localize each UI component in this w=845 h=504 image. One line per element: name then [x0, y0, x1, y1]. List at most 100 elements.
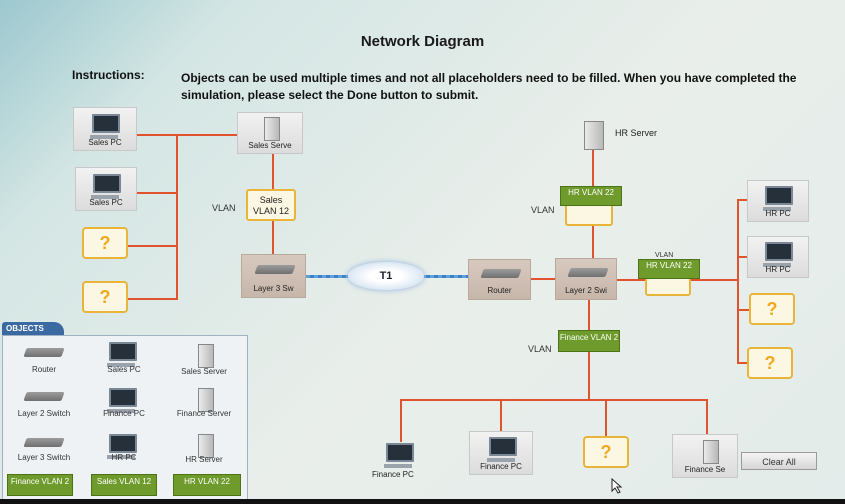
instructions-text: Objects can be used multiple times and n…: [181, 71, 797, 102]
finance-pc-icon[interactable]: [384, 443, 414, 468]
pc-icon: [90, 114, 120, 139]
placeholder-slot[interactable]: ?: [583, 436, 629, 468]
object-label: Sales Server: [181, 367, 227, 376]
object-hr-vlan[interactable]: HR VLAN 22: [173, 474, 241, 496]
finance-server-label: Finance Se: [684, 465, 726, 474]
object-label: HR PC: [111, 453, 137, 462]
placeholder-slot[interactable]: ?: [82, 281, 128, 313]
wire: [500, 399, 502, 432]
hr-pc-label: HR PC: [765, 265, 791, 274]
switch-icon: [567, 268, 609, 277]
wire: [737, 199, 739, 363]
clear-all-button[interactable]: Clear All: [741, 452, 817, 470]
object-sales-vlan[interactable]: Sales VLAN 12: [91, 474, 157, 496]
t1-label: T1: [379, 270, 393, 282]
finance-pc-node[interactable]: Finance PC: [469, 431, 533, 475]
t1-cloud: T1: [348, 262, 424, 290]
page-title: Network Diagram: [360, 33, 485, 50]
wire: [137, 192, 177, 194]
pc-icon: [763, 186, 793, 211]
vlan-label: VLAN: [531, 205, 555, 215]
object-hr-pc[interactable]: HR PC: [85, 430, 163, 476]
wire: [737, 199, 749, 201]
sales-pc-label: Sales PC: [88, 138, 122, 147]
switch-icon: [23, 392, 65, 401]
layer2-switch-label: Layer 2 Swi: [565, 286, 607, 295]
router-node[interactable]: Router: [468, 259, 531, 300]
instructions-label: Instructions:: [72, 68, 145, 82]
sales-server-label: Sales Serve: [248, 141, 292, 150]
screen-bottom-edge: [0, 499, 845, 504]
object-layer3-switch[interactable]: Layer 3 Switch: [5, 430, 83, 476]
vlan-label: VLAN: [655, 252, 674, 259]
finance-server-node[interactable]: Finance Se: [672, 434, 738, 478]
wire: [400, 399, 708, 401]
pc-icon: [107, 342, 137, 367]
placeholder-slot[interactable]: ?: [747, 347, 793, 379]
sales-vlan-slot[interactable]: Sales VLAN 12: [246, 189, 296, 221]
sales-server-node[interactable]: Sales Serve: [237, 112, 303, 154]
objects-tab: OBJECTS: [2, 322, 64, 335]
wire: [128, 245, 177, 247]
wire: [737, 362, 749, 364]
hr-server-icon[interactable]: [584, 121, 604, 150]
finance-pc-label: Finance PC: [372, 470, 414, 479]
object-finance-pc[interactable]: Finance PC: [85, 384, 163, 430]
wire: [737, 309, 749, 311]
object-label: Finance PC: [103, 409, 145, 418]
server-icon: [198, 388, 214, 412]
pc-icon: [487, 437, 517, 462]
hr-pc-label: HR PC: [765, 209, 791, 218]
server-icon: [264, 117, 280, 141]
pc-icon: [107, 388, 137, 413]
t1-link: [422, 275, 468, 278]
pc-icon: [91, 174, 121, 199]
object-router[interactable]: Router: [5, 338, 83, 384]
wire: [737, 256, 749, 258]
wire: [605, 399, 607, 436]
wire: [137, 134, 238, 136]
hr-server-label: HR Server: [615, 128, 658, 138]
objects-panel: Router Sales PC Sales Server Layer 2 Swi…: [2, 335, 248, 502]
placeholder-slot[interactable]: ?: [749, 293, 795, 325]
wire: [531, 278, 555, 280]
switch-icon: [254, 265, 296, 274]
pc-icon: [763, 242, 793, 267]
router-icon: [23, 348, 65, 357]
sales-pc-label: Sales PC: [89, 198, 123, 207]
wire: [176, 134, 178, 300]
object-sales-pc[interactable]: Sales PC: [85, 338, 163, 384]
finance-pc-label: Finance PC: [480, 462, 522, 471]
object-hr-server[interactable]: HR Server: [165, 430, 243, 476]
switch-icon: [23, 438, 65, 447]
hr-pc-node[interactable]: HR PC: [747, 180, 809, 222]
cursor-icon: [611, 478, 623, 494]
object-label: Sales PC: [107, 365, 141, 374]
router-icon: [480, 269, 522, 278]
sales-pc-node[interactable]: Sales PC: [75, 167, 137, 211]
vlan-label: VLAN: [528, 344, 552, 354]
placeholder-slot[interactable]: ?: [82, 227, 128, 259]
t1-link: [306, 275, 351, 278]
sales-pc-node[interactable]: Sales PC: [73, 107, 137, 151]
layer3-switch-node[interactable]: Layer 3 Sw: [241, 254, 306, 298]
wire: [706, 399, 708, 435]
hr-pc-node[interactable]: HR PC: [747, 236, 809, 278]
server-icon: [198, 344, 214, 368]
object-layer2-switch[interactable]: Layer 2 Switch: [5, 384, 83, 430]
object-label: Layer 3 Switch: [17, 453, 71, 462]
hr-vlan-tag[interactable]: HR VLAN 22: [638, 259, 700, 279]
vlan-label: VLAN: [212, 203, 236, 213]
hr-vlan-tag[interactable]: HR VLAN 22: [560, 186, 622, 206]
object-sales-server[interactable]: Sales Server: [165, 338, 243, 384]
finance-vlan-tag[interactable]: Finance VLAN 2: [558, 330, 620, 352]
layer2-switch-node[interactable]: Layer 2 Swi: [555, 258, 617, 300]
wire: [128, 298, 177, 300]
object-label: Finance Server: [176, 409, 232, 418]
object-finance-vlan[interactable]: Finance VLAN 2: [7, 474, 73, 496]
server-icon: [703, 440, 719, 464]
server-icon: [198, 434, 214, 458]
object-label: Layer 2 Switch: [17, 409, 71, 418]
router-label: Router: [487, 286, 512, 295]
object-finance-server[interactable]: Finance Server: [165, 384, 243, 430]
